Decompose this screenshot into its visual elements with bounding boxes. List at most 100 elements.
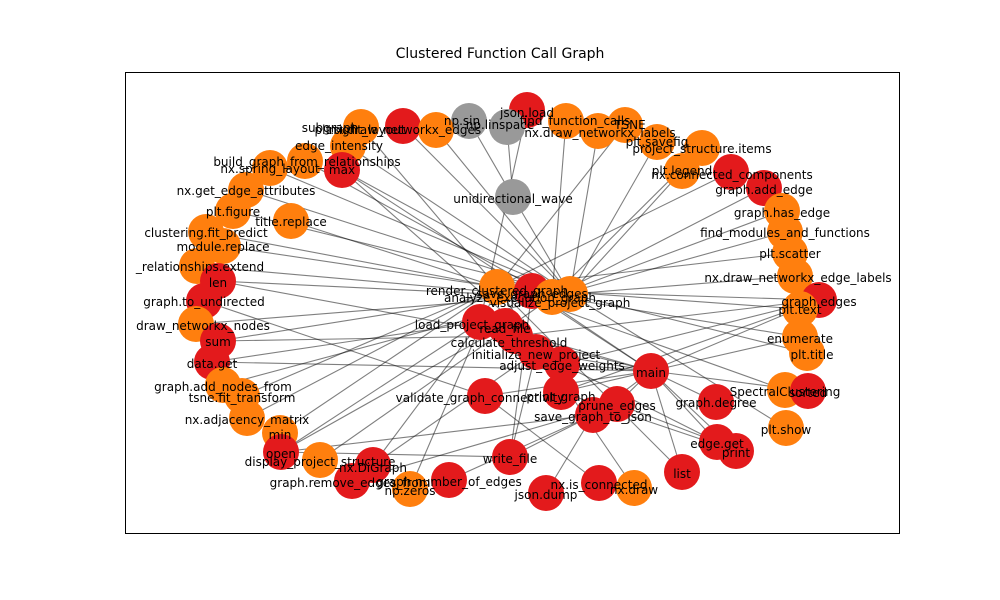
edge-render-clustered-graph-to-tsne-fit-transform xyxy=(241,286,498,397)
node-label-graph-has-edge: graph.has_edge xyxy=(734,206,830,220)
node-label-plt-scatter: plt.scatter xyxy=(759,247,820,261)
edge-initialize-new-project-to-nx-digraph xyxy=(372,351,537,466)
node-nx-draw-networkx-edge-labels[interactable] xyxy=(777,258,813,294)
edge-validate-graph-connectivity-to-graph-to-undirected xyxy=(203,300,486,397)
node-label-title-replace: title.replace xyxy=(255,215,327,229)
node-label-save-graph-to-json: save_graph_to_json xyxy=(534,410,652,424)
edge-prune-edges-to-graph-remove-edges-from xyxy=(351,403,618,482)
node-plt-title[interactable] xyxy=(789,335,825,371)
node-graph-degree[interactable] xyxy=(698,384,734,420)
node-label-validate-graph-connectivity: validate_graph_connectivity xyxy=(396,391,565,405)
node-label-np-sin: np.sin xyxy=(444,114,480,128)
edge-read-file-to-open xyxy=(280,325,506,453)
node-label-edge-get: edge.get xyxy=(690,437,744,451)
node-nx-connected-components[interactable] xyxy=(713,154,749,190)
node-print-graph[interactable] xyxy=(543,374,579,410)
node-visualize-project-graph[interactable] xyxy=(552,276,588,312)
node-json-dump[interactable] xyxy=(528,475,564,511)
node-nx-adjacency-matrix[interactable] xyxy=(229,400,265,436)
node-np-zeros[interactable] xyxy=(392,471,428,507)
node-label-unidirectional-wave: unidirectional_wave xyxy=(453,192,572,206)
edge-analyze-execution-graph-to-find-modules-and-functions xyxy=(551,231,786,298)
node-find-function-calls[interactable] xyxy=(548,103,584,139)
node-label-display-project-structure: display_project_structure xyxy=(245,455,396,469)
node-adjust-edge-weights[interactable] xyxy=(544,346,580,382)
node-title-replace[interactable] xyxy=(273,203,309,239)
node-save-graph-to-json[interactable] xyxy=(575,397,611,433)
node-nx-is-connected[interactable] xyxy=(581,465,617,501)
node-label-graph-add-nodes-from: graph.add_nodes_from xyxy=(154,380,292,394)
node-max[interactable] xyxy=(324,152,360,188)
edge-visualize-project-graph-to-nx-draw-networkx-labels xyxy=(569,130,599,295)
node-label-graph-number-of-edges: graph.number_of_edges xyxy=(376,475,522,489)
node-label-json-load: json.load xyxy=(499,106,554,120)
node-label-tsne: TSNE xyxy=(613,118,646,132)
node-unidirectional-wave[interactable] xyxy=(495,179,531,215)
node-plt-text[interactable] xyxy=(782,291,818,327)
node-graph-remove-edges-from[interactable] xyxy=(334,463,370,499)
node-label-find-modules-and-functions: find_modules_and_functions xyxy=(700,226,870,240)
edge-render-clustered-graph-to-nx-connected-components xyxy=(496,171,732,288)
node-plt-legend[interactable] xyxy=(664,153,700,189)
edge-initialize-new-project-to-write-file xyxy=(509,351,537,458)
edge-calculate-threshold-to-sum xyxy=(217,335,516,342)
edge-visualize-project-graph-to-plt-legend xyxy=(569,170,683,295)
node-plt-savefig[interactable] xyxy=(639,124,675,160)
node-label-graph-edges: graph.edges xyxy=(781,295,856,309)
node-plt-tight-layout[interactable] xyxy=(418,112,454,148)
node-label-analyze-execution-graph: analyze_execution_graph xyxy=(444,291,596,305)
node-label-render-clustered-graph: render_clustered_graph xyxy=(426,284,568,298)
node-label-find-function-calls: find_function_calls xyxy=(520,114,631,128)
node-module-replace[interactable] xyxy=(205,228,241,264)
node-list[interactable] xyxy=(664,454,700,490)
node-write-file[interactable] xyxy=(492,439,528,475)
node-label-json-dump: json.dump xyxy=(514,488,578,502)
node-label-plt-savefig: plt.savefig xyxy=(626,135,689,149)
node-label-nx-digraph: nx.DiGraph xyxy=(339,461,407,475)
edge-visualize-project-graph-to-nx-draw-networkx-edge-labels xyxy=(569,275,796,295)
node-label-read-file: read_file xyxy=(479,322,530,336)
node-tsne[interactable] xyxy=(607,107,643,143)
node-label-build-graph-from-relationships: build_graph_from_relationships xyxy=(213,155,400,169)
edge-render-clustered-graph-to-tsne xyxy=(496,124,626,288)
node-open[interactable] xyxy=(263,434,299,470)
node-graph-number-of-edges[interactable] xyxy=(431,462,467,498)
edge-main-to-enumerate xyxy=(650,336,801,372)
node-print[interactable] xyxy=(718,433,754,469)
node-validate-graph-connectivity[interactable] xyxy=(467,378,503,414)
node-plt-figure[interactable] xyxy=(215,193,251,229)
node-label-np-linspace: np.linspace xyxy=(466,118,535,132)
node-label-len: len xyxy=(209,276,227,290)
node-nx-draw[interactable] xyxy=(616,470,652,506)
node-main[interactable] xyxy=(633,353,669,389)
node-label-print: print xyxy=(722,446,750,460)
node-label-plt-title: plt.title xyxy=(791,348,834,362)
edge-load-project-graph-to-data-get xyxy=(211,321,481,363)
node-label-min: min xyxy=(269,428,292,442)
node-np-linspace[interactable] xyxy=(489,109,525,145)
edge-visualize-project-graph-to-nx-draw-networkx-edges xyxy=(402,125,571,295)
node-np-sin[interactable] xyxy=(451,103,487,139)
node-nx-spring-layout[interactable] xyxy=(252,150,288,186)
edge-validate-graph-connectivity-to-nx-is-connected xyxy=(484,395,600,484)
edge-analyze-execution-graph-to-graph-has-edge xyxy=(551,210,783,298)
graph-title: Clustered Function Call Graph xyxy=(395,46,605,62)
node-label-sum: sum xyxy=(205,335,231,349)
node-nx-draw-networkx-labels[interactable] xyxy=(580,113,616,149)
edge-render-clustered-graph-to-min xyxy=(279,286,498,434)
node-render-clustered-graph[interactable] xyxy=(479,269,515,305)
node-label-data-get: data.get xyxy=(187,357,238,371)
node-label-nx-draw-networkx-edge-labels: nx.draw_networkx_edge_labels xyxy=(704,271,891,285)
node-plt-show[interactable] xyxy=(768,410,804,446)
node-sorted[interactable] xyxy=(790,373,826,409)
edge-save-graph-edges-to-sum xyxy=(217,290,533,342)
node-label-nx-adjacency-matrix: nx.adjacency_matrix xyxy=(185,413,310,427)
node-display-project-structure[interactable] xyxy=(302,442,338,478)
node-label-plt-legend: plt.legend xyxy=(652,164,712,178)
node-nx-draw-networkx-edges[interactable] xyxy=(385,108,421,144)
node-label-adjust-edge-weights: adjust_edge_weights xyxy=(499,359,625,373)
node-label-graph-degree: graph.degree xyxy=(676,396,757,410)
node-label-nx-draw: nx.draw xyxy=(610,483,658,497)
node-build-graph-from-relationships[interactable] xyxy=(287,143,323,179)
